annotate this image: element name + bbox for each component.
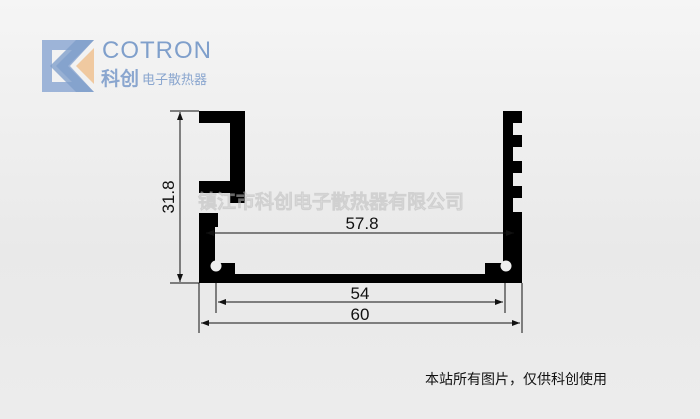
watermark: 镇江市科创电子散热器有限公司	[198, 190, 464, 213]
cotron-logo: COTRON 科创 电子散热器	[40, 38, 230, 96]
copyright-notice: 本站所有图片，仅供科创使用	[425, 372, 607, 388]
dim-base-inner: 54	[351, 284, 370, 303]
dim-inner-width: 57.8	[345, 214, 378, 233]
dim-height: 31.8	[159, 180, 178, 213]
logo-k-icon	[42, 40, 94, 92]
dim-overall-width: 60	[351, 305, 370, 324]
logo-subtitle: 电子散热器	[142, 73, 208, 88]
dimension-lines	[170, 110, 523, 333]
logo-name-cn: 科创	[101, 68, 140, 90]
logo-brand: COTRON	[102, 37, 212, 64]
